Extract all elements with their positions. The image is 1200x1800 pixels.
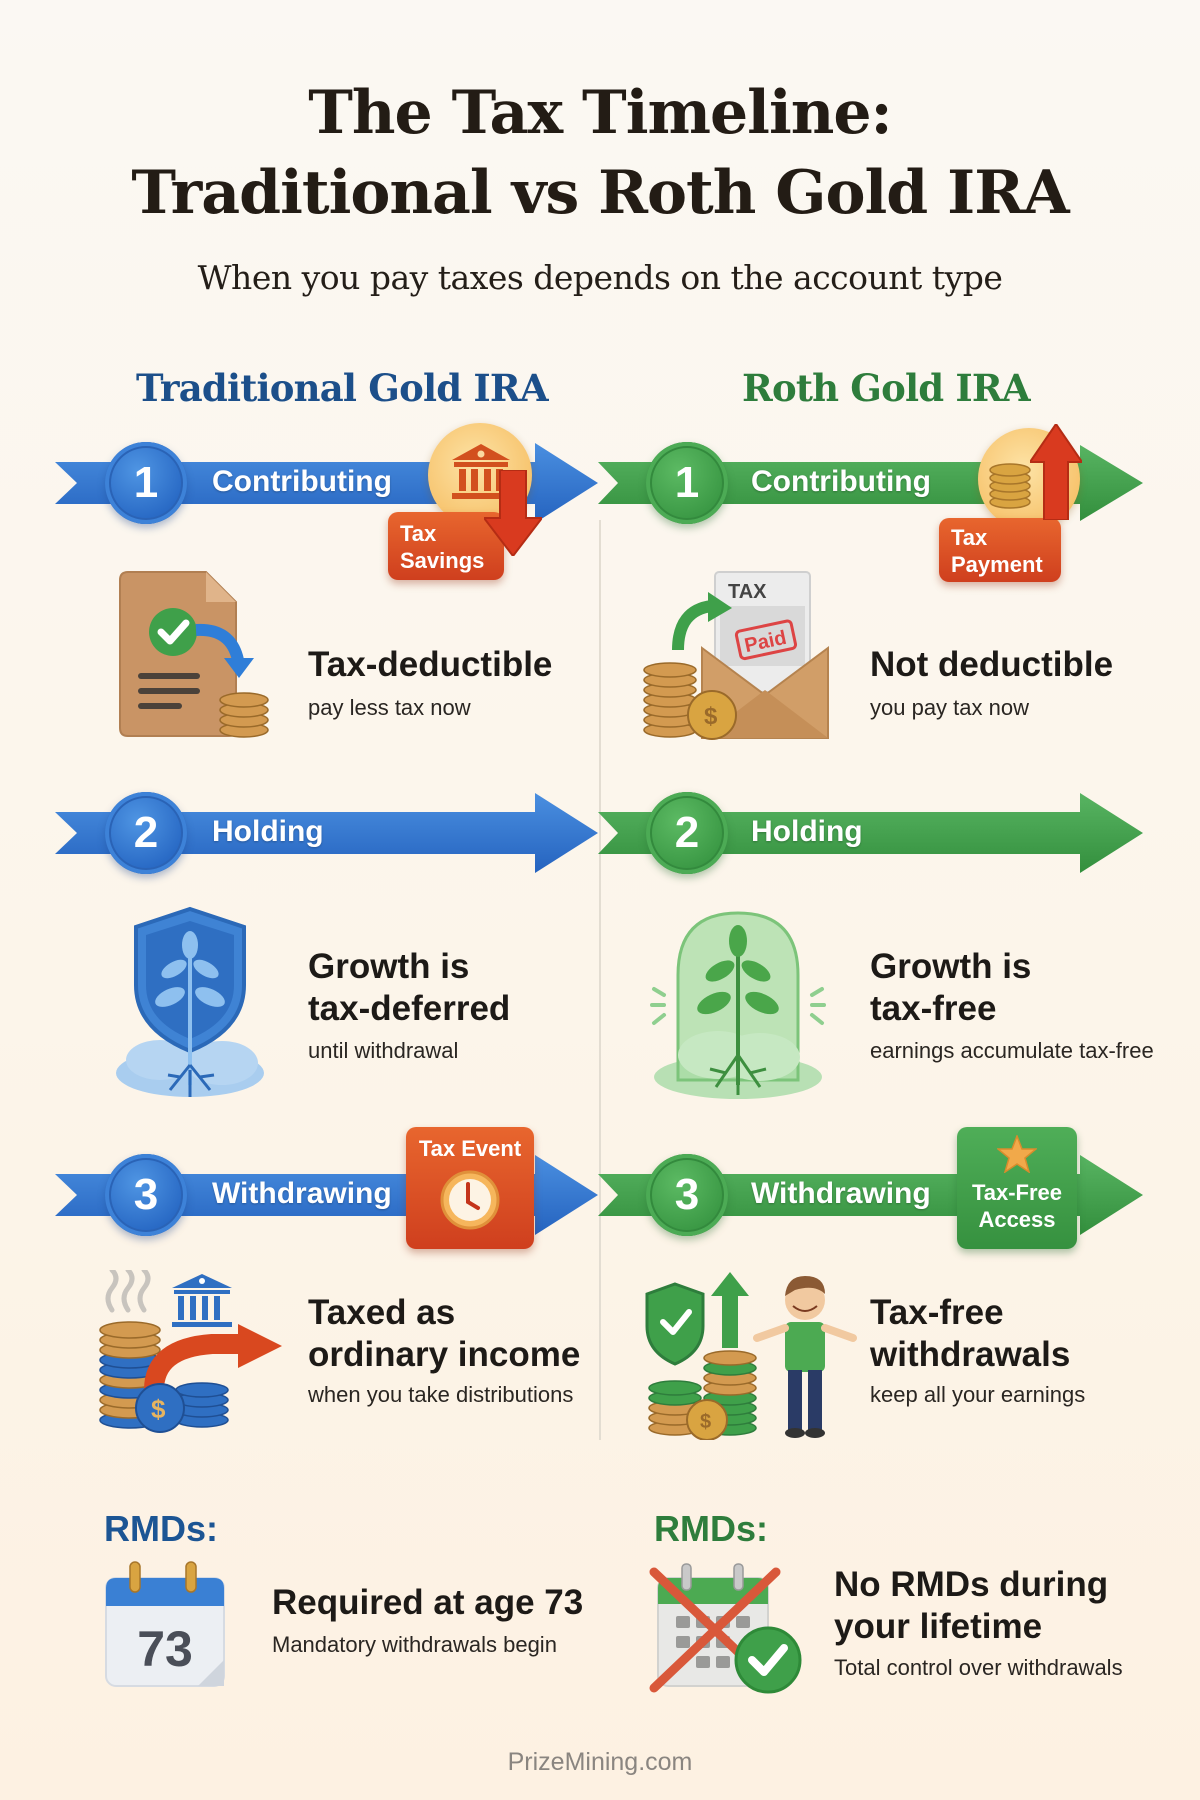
step-label: Holding: [751, 815, 863, 848]
badge-line-1: Tax-Free: [971, 1180, 1063, 1205]
tax-paid-envelope-icon: TAX Paid $: [643, 571, 829, 740]
document-check-coins-icon: [119, 571, 269, 738]
roth-rmd-heading-line-1: No RMDs during: [834, 1565, 1109, 1604]
shield-coins-person-icon: $: [645, 1272, 857, 1440]
shield-plant-icon: [116, 906, 264, 1097]
tax-free-access-badge: Tax-Free Access: [957, 1127, 1077, 1249]
traditional-step-2-banner: 2 Holding: [55, 788, 600, 878]
step-number-badge: 3: [105, 1154, 187, 1236]
svg-text:TAX: TAX: [728, 581, 767, 603]
star-icon: [995, 1133, 1039, 1174]
calendar-73-icon: 73: [105, 1561, 225, 1687]
roth-column-title: Roth Gold IRA: [742, 366, 1031, 410]
svg-text:$: $: [700, 1411, 711, 1433]
down-arrow-icon: [484, 470, 542, 556]
step-3-heading-line-2: withdrawals: [870, 1335, 1071, 1374]
traditional-rmd-detail: Mandatory withdrawals begin: [272, 1632, 557, 1657]
step-label: Withdrawing: [212, 1177, 392, 1210]
step-number-badge: 2: [105, 792, 187, 874]
step-number-badge: 1: [105, 442, 187, 524]
traditional-column-title: Traditional Gold IRA: [136, 366, 549, 410]
page-title-line-1: The Tax Timeline:: [308, 78, 892, 148]
step-2-heading-line-1: Growth is: [308, 947, 470, 986]
badge-line-1: Tax Event: [418, 1136, 522, 1161]
badge-line-2: Access: [978, 1207, 1056, 1232]
svg-text:73: 73: [137, 1621, 193, 1677]
svg-text:$: $: [151, 1394, 166, 1424]
badge-line-2: Payment: [951, 552, 1043, 577]
step-1-heading: Not deductible: [870, 645, 1114, 684]
step-number-badge: 2: [646, 792, 728, 874]
roth-rmd-heading-line-2: your lifetime: [834, 1607, 1043, 1646]
column-divider: [599, 520, 601, 1440]
step-label: Withdrawing: [751, 1177, 931, 1210]
step-1-detail: you pay tax now: [870, 695, 1029, 720]
step-3-detail: when you take distributions: [308, 1382, 574, 1407]
badge-line-2: Savings: [400, 548, 485, 573]
roth-rmd-label: RMDs:: [654, 1508, 768, 1549]
footer-brand: PrizeMining.com: [507, 1748, 693, 1776]
page-title-line-2: Traditional vs Roth Gold IRA: [131, 158, 1069, 228]
tax-savings-badge: Tax Savings: [388, 512, 504, 580]
tax-event-badge: Tax Event: [406, 1127, 534, 1249]
step-label: Contributing: [212, 465, 392, 498]
svg-text:$: $: [704, 703, 718, 730]
traditional-rmd-label: RMDs:: [104, 1508, 218, 1549]
step-3-heading-line-2: ordinary income: [308, 1335, 581, 1374]
badge-line-1: Tax: [400, 521, 437, 546]
badge-line-1: Tax: [951, 525, 988, 550]
step-3-detail: keep all your earnings: [870, 1382, 1086, 1407]
step-2-heading-line-2: tax-deferred: [308, 989, 511, 1028]
plant-dome-icon: [650, 911, 826, 1099]
step-number-badge: 3: [646, 1154, 728, 1236]
arrow-banner-icon: [598, 793, 1143, 873]
roth-rmd-detail: Total control over withdrawals: [834, 1655, 1123, 1680]
step-2-detail: until withdrawal: [308, 1038, 459, 1063]
step-3-heading-line-1: Tax-free: [870, 1293, 1004, 1332]
step-1-heading: Tax-deductible: [308, 645, 553, 684]
up-arrow-icon: [1030, 424, 1082, 520]
arrow-banner-icon: [55, 793, 598, 873]
tax-payment-badge: Tax Payment: [939, 518, 1061, 582]
traditional-rmd-heading: Required at age 73: [272, 1583, 584, 1622]
step-2-detail: earnings accumulate tax-free: [870, 1038, 1154, 1063]
page-subtitle: When you pay taxes depends on the accoun…: [197, 258, 1003, 297]
clock-icon: [440, 1170, 500, 1230]
step-2-heading-line-1: Growth is: [870, 947, 1032, 986]
coin-stack-icon: [989, 463, 1031, 509]
coins-bank-arrow-icon: $: [99, 1270, 282, 1433]
step-number-badge: 1: [646, 442, 728, 524]
step-1-detail: pay less tax now: [308, 695, 471, 720]
roth-step-2-banner: 2 Holding: [598, 788, 1145, 878]
step-label: Contributing: [751, 465, 931, 498]
calendar-crossed-check-icon: [649, 1563, 802, 1694]
step-3-heading-line-1: Taxed as: [308, 1293, 456, 1332]
step-label: Holding: [212, 815, 324, 848]
step-2-heading-line-2: tax-free: [870, 989, 997, 1028]
